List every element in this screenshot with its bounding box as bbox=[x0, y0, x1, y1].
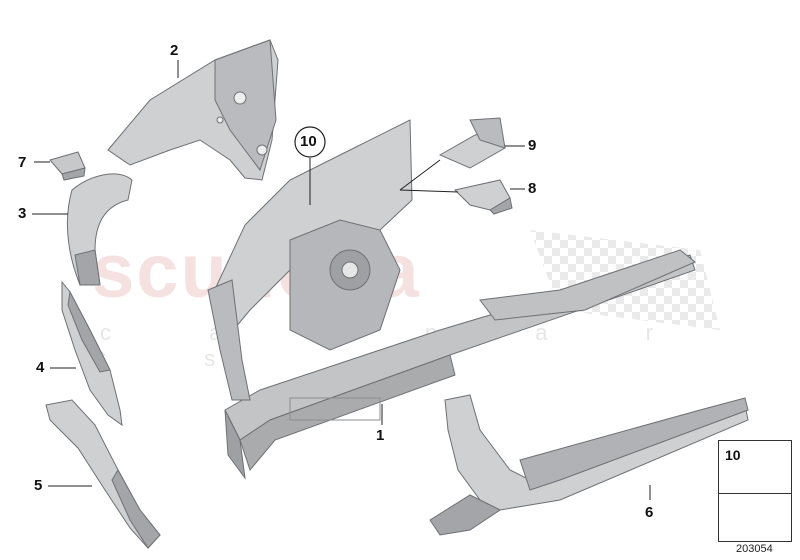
legend-divider bbox=[719, 493, 791, 494]
callout-10-circle bbox=[294, 126, 326, 158]
legend-part-number: 10 bbox=[725, 447, 741, 463]
legend-box: 10 bbox=[718, 440, 792, 542]
part-5-reinforcement[interactable] bbox=[45, 399, 161, 549]
leader-lines bbox=[32, 60, 651, 500]
callout-4[interactable]: 4 bbox=[36, 359, 45, 376]
callout-9[interactable]: 9 bbox=[528, 137, 537, 154]
callout-8[interactable]: 8 bbox=[528, 180, 537, 197]
part-3-curved-rail[interactable] bbox=[66, 173, 133, 286]
diagram-id: 203054 bbox=[736, 543, 773, 555]
callout-5[interactable]: 5 bbox=[34, 477, 43, 494]
leader-8-to-main bbox=[399, 189, 459, 193]
callout-3[interactable]: 3 bbox=[18, 205, 27, 222]
part-8-panel[interactable] bbox=[454, 179, 513, 215]
part-6-rear-member[interactable] bbox=[429, 394, 749, 536]
callout-7[interactable]: 7 bbox=[18, 154, 27, 171]
leader-8-to-9 bbox=[399, 159, 441, 191]
part-1-front-structure[interactable] bbox=[207, 119, 696, 480]
part-9-bracket[interactable] bbox=[438, 117, 506, 169]
callout-2[interactable]: 2 bbox=[170, 42, 179, 59]
part-7-bracket[interactable] bbox=[49, 151, 86, 181]
callout-10[interactable]: 10 bbox=[300, 133, 317, 150]
part-4-lower-panel[interactable] bbox=[61, 280, 123, 427]
part-2-wheelhouse-upper[interactable] bbox=[107, 39, 279, 181]
callout-1[interactable]: 1 bbox=[376, 427, 385, 444]
callout-6[interactable]: 6 bbox=[645, 504, 654, 521]
